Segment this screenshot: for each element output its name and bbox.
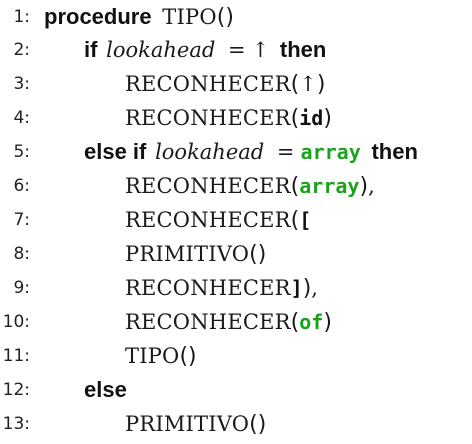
line-content: TIPO() [125,339,197,374]
line-content: RECONHECER]), [125,271,318,306]
line-number: 3: [13,74,30,94]
token-array: array [300,140,361,164]
line-number: 6: [13,176,30,196]
line-content: RECONHECER(array), [125,169,375,204]
line-content: RECONHECER(id) [125,101,332,136]
paren-open: ( [216,5,226,30]
call-name: RECONHECER [125,310,291,334]
line-number: 11: [2,346,30,366]
paren-open: ( [290,310,300,335]
line-content: else if lookahead =array then [84,135,418,169]
paren-close: ) [316,72,326,97]
paren-close: ) [323,106,332,131]
call-argument: array [299,174,360,198]
equals-sign: = [228,38,246,62]
line-number: 12: [2,380,30,400]
keyword-then: then [371,139,418,164]
keyword-procedure: procedure [44,4,152,29]
call-name: RECONHECER [125,276,291,300]
keyword-else: else [84,377,127,402]
line-number: 2: [13,40,30,60]
call-name: PRIMITIVO [125,412,250,436]
trailing-comma: , [311,276,318,300]
paren-open: ( [249,412,258,437]
call-name: RECONHECER [125,174,291,198]
call-name: RECONHECER [125,72,291,96]
line-number: 7: [13,210,30,230]
paren-open: ( [249,242,258,267]
call-name: RECONHECER [125,106,291,130]
line-number: 8: [13,244,30,264]
line-number: 5: [13,142,30,162]
line-content: PRIMITIVO() [125,237,266,272]
line-content: if lookahead =↑ then [84,33,326,67]
call-name: RECONHECER [125,208,291,232]
paren-close: ) [225,5,234,30]
up-arrow-symbol: ↑ [251,38,270,62]
line-number: 4: [13,108,30,128]
line-number: 13: [2,414,30,434]
paren-close: ) [359,174,369,199]
line-number: 9: [13,278,30,298]
paren-open: ( [290,72,300,97]
paren-open: ( [290,208,300,233]
line-content: procedure TIPO() [44,0,234,35]
call-argument: of [299,310,324,334]
line-content: RECONHECER(↑) [125,67,325,102]
line-content: RECONHECER([ [125,203,311,238]
call-argument: id [299,106,324,130]
call-name: TIPO [125,344,180,368]
line-number: 1: [13,7,30,27]
keyword-if: if [84,37,98,62]
paren-close: ) [302,276,312,301]
line-content: PRIMITIVO() [125,407,266,442]
line-content: else [84,373,127,407]
equals-sign: = [276,140,295,164]
call-argument: [ [299,208,312,232]
variable-lookahead: lookahead [106,38,216,62]
paren-close: ) [188,344,197,369]
paren-open: ( [290,174,300,199]
paren-close: ) [257,242,267,267]
call-name: PRIMITIVO [125,242,250,266]
procedure-name: TIPO [162,5,217,29]
paren-close: ) [323,310,332,335]
call-argument: ↑ [299,72,317,96]
line-number: 10: [2,312,30,332]
paren-close: ) [257,412,267,437]
paren-open: ( [290,106,300,131]
keyword-then: then [279,37,327,62]
call-argument: ] [290,276,303,300]
keyword-else-if: else if [84,139,147,164]
line-content: RECONHECER(of) [125,305,332,340]
variable-lookahead: lookahead [155,140,265,164]
paren-open: ( [179,344,189,369]
trailing-comma: , [368,174,375,198]
